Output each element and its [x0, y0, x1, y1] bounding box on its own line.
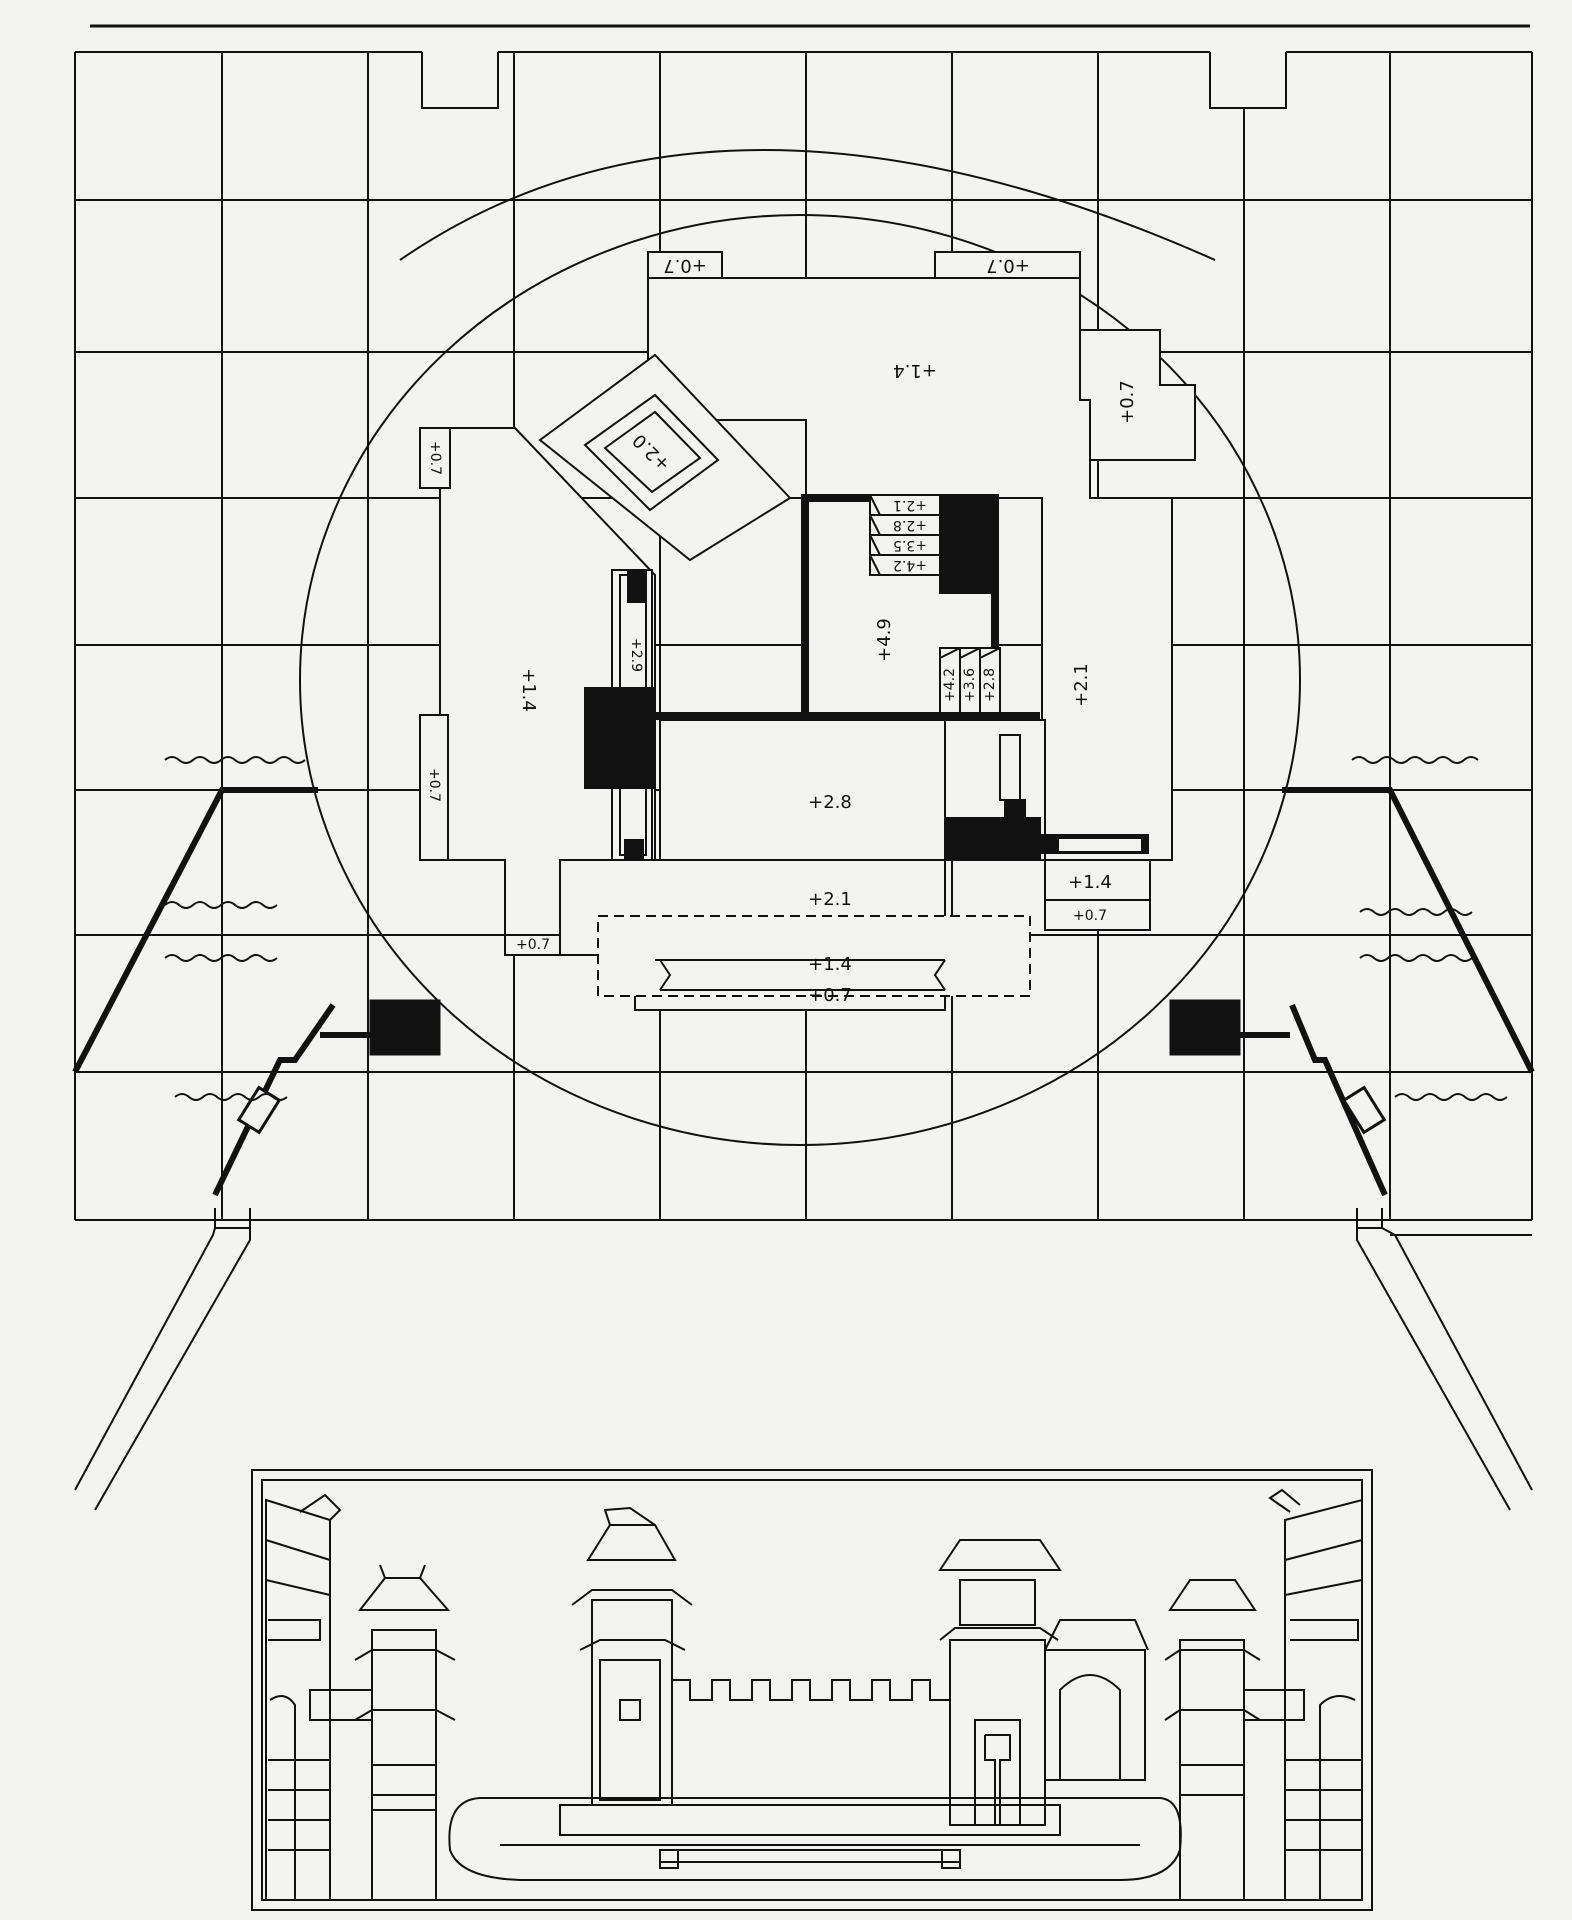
label-front-level-2: +1.4 — [808, 954, 852, 975]
elevation-center-left-tower — [571, 1506, 693, 1806]
left-structure — [419, 427, 656, 936]
label-stair-top-2: +2.8 — [893, 517, 927, 533]
label-front-level-1: +2.1 — [808, 889, 852, 910]
left-dark-block — [584, 687, 656, 789]
elevation-left-wall — [265, 1493, 342, 1901]
label-left-top-box: +0.7 — [427, 441, 443, 475]
elevation-left-tower — [309, 1564, 456, 1901]
label-right-small-lower: +0.7 — [1073, 908, 1107, 924]
right-wing-box — [1169, 999, 1241, 1056]
top-notches — [421, 52, 1287, 109]
label-front-left-corner: +0.7 — [516, 937, 550, 953]
elevation-frame-outer — [251, 1469, 1373, 1911]
turntable-circle — [299, 214, 1301, 1146]
upper-left-platform — [647, 251, 723, 279]
diamond-block — [538, 353, 792, 562]
right-wing — [1169, 787, 1535, 1197]
left-wing — [72, 787, 441, 1197]
center-level — [659, 719, 1149, 861]
label-front-level-3: +0.7 — [808, 985, 852, 1006]
right-step-box — [1079, 329, 1196, 461]
label-left-narrow-strip: +2.9 — [628, 638, 644, 672]
stair-top — [869, 494, 941, 576]
label-right-main: +2.1 — [1071, 663, 1092, 707]
outer-arc — [399, 149, 1216, 261]
left-top-box — [419, 427, 451, 489]
elevation-right-wall — [1268, 1488, 1363, 1901]
wave-marks — [164, 756, 1508, 1101]
elevation-frame-inner — [261, 1479, 1363, 1901]
upper-right-platform — [934, 251, 1081, 279]
proscenium-lines — [74, 1208, 1533, 1511]
left-wing-box — [369, 999, 441, 1056]
front-tiers — [504, 859, 1151, 1011]
label-stair-top-3: +3.5 — [893, 537, 927, 553]
label-left-main: +1.4 — [518, 668, 539, 712]
label-upper-main: +1.4 — [893, 360, 937, 381]
front-left-corner — [504, 934, 561, 956]
label-central-tower: +4.9 — [874, 618, 895, 662]
label-stair-mid-1: +4.2 — [942, 668, 958, 702]
elevation-right-tower — [1164, 1579, 1305, 1901]
height-labels: +0.7 +0.7 +1.4 +0.7 +2.0 +0.7 +1.4 +0.7 … — [426, 255, 1138, 1006]
label-stair-mid-2: +3.6 — [962, 668, 978, 702]
stage-elevation — [251, 1469, 1373, 1911]
elevation-crenellated-wall — [671, 1679, 950, 1701]
label-center-level: +2.8 — [808, 792, 852, 813]
tower-dark-block — [939, 497, 999, 594]
label-left-side-box: +0.7 — [426, 768, 442, 802]
label-right-small-upper: +1.4 — [1068, 872, 1112, 893]
left-side-box — [419, 714, 449, 861]
label-right-step-box: +0.7 — [1117, 380, 1138, 424]
central-tower — [655, 494, 1040, 720]
center-right-dark-block — [944, 817, 1041, 861]
label-stair-top-4: +4.2 — [893, 557, 927, 573]
label-stair-mid-3: +2.8 — [982, 668, 998, 702]
label-upper-right: +0.7 — [986, 255, 1030, 276]
elevation-stage-platform — [448, 1797, 1182, 1881]
label-upper-left: +0.7 — [663, 255, 707, 276]
label-stair-top-1: +2.1 — [893, 497, 927, 513]
elevation-center-right-tower — [938, 1539, 1149, 1826]
